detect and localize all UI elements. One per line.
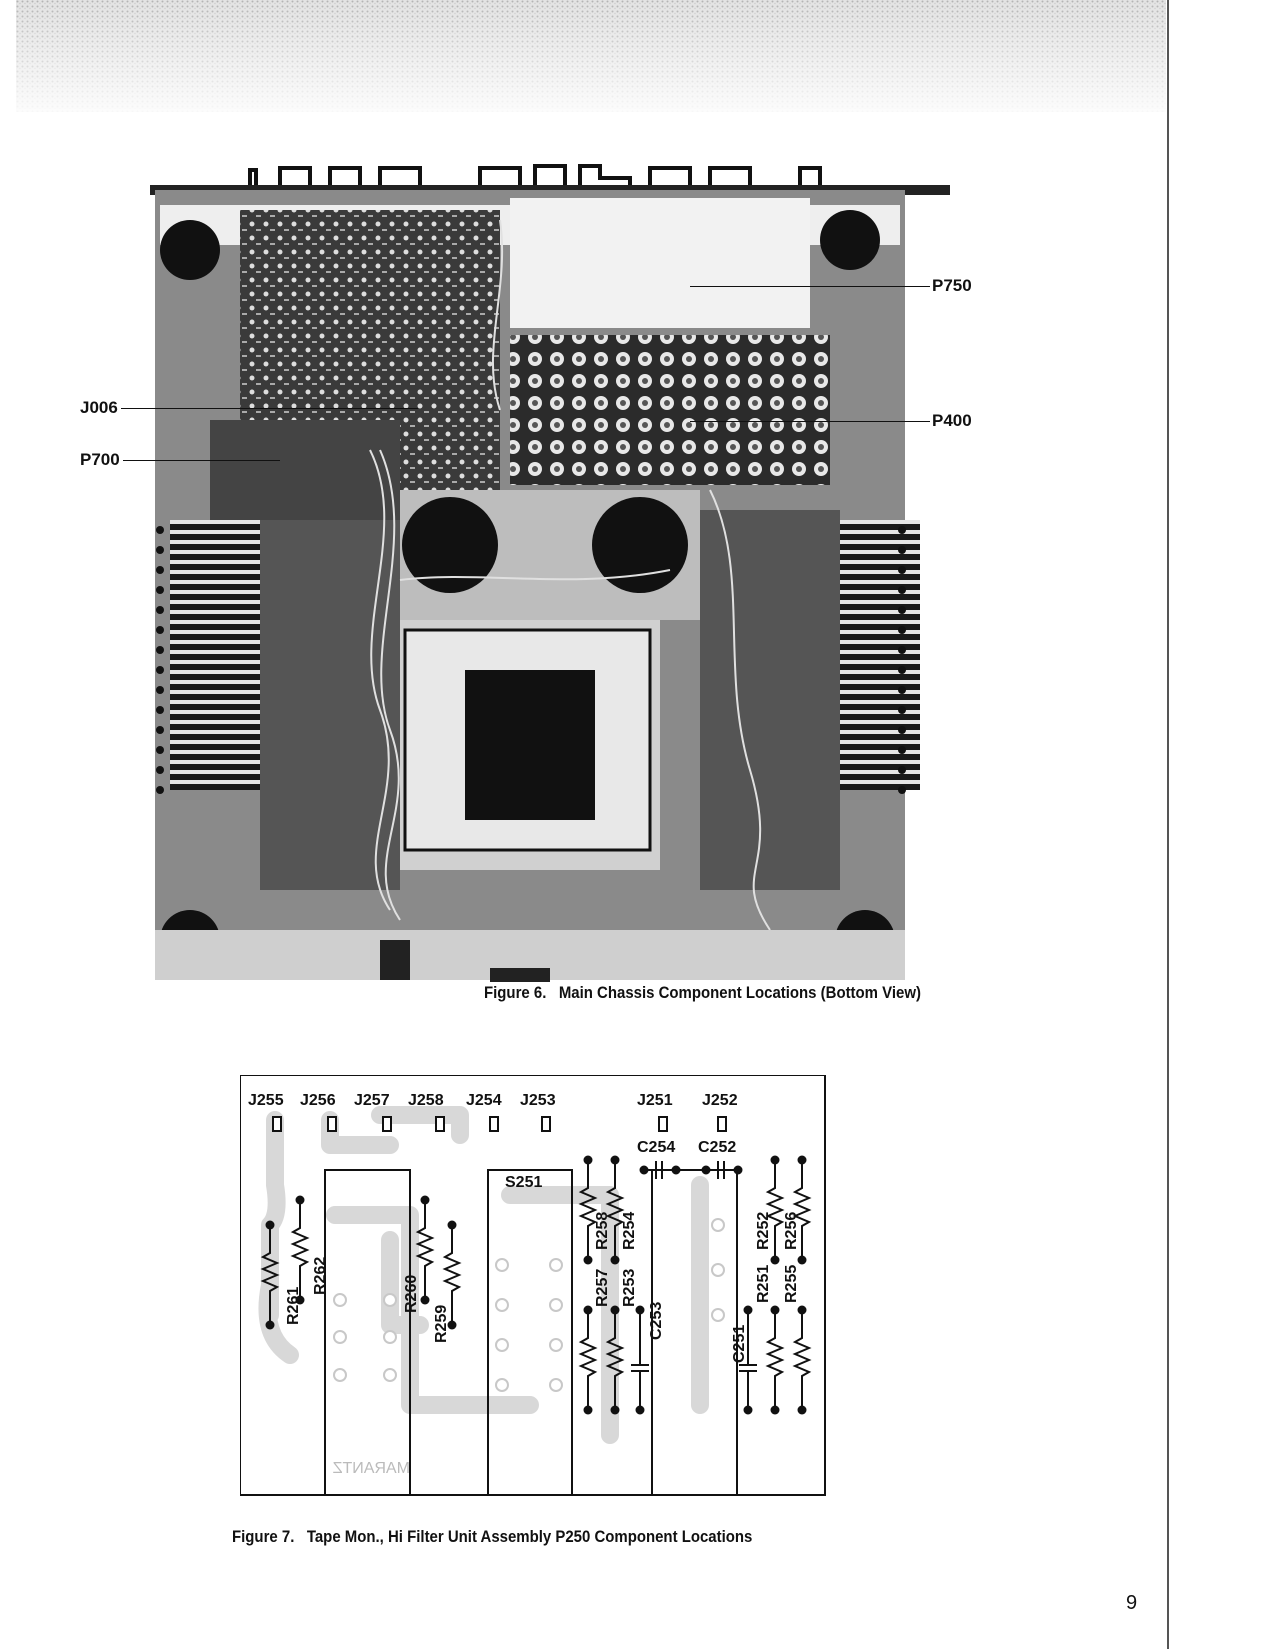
res-r255: R255 bbox=[783, 1265, 800, 1303]
resistor-labels: R261 R262 R260 R259 R258 R254 R257 R253 … bbox=[285, 1212, 800, 1363]
res-r260: R260 bbox=[403, 1275, 420, 1313]
callout-p750: P750 bbox=[932, 276, 972, 295]
res-r253: R253 bbox=[621, 1269, 638, 1307]
res-r258: R258 bbox=[594, 1212, 611, 1250]
res-r257: R257 bbox=[594, 1269, 611, 1307]
jack-j257: J257 bbox=[354, 1092, 390, 1109]
jack-j254: J254 bbox=[466, 1092, 502, 1109]
jack-j251: J251 bbox=[637, 1092, 673, 1109]
figure6-caption-text: Main Chassis Component Locations (Bottom… bbox=[558, 983, 921, 1002]
jack-j255: J255 bbox=[248, 1092, 284, 1109]
callout-p700: P700 bbox=[80, 450, 120, 469]
board-marking: MARANTZ bbox=[332, 1460, 410, 1477]
page-edge-rule bbox=[1167, 0, 1169, 1649]
scan-noise-header bbox=[16, 0, 1166, 112]
cap-c254: C254 bbox=[637, 1139, 675, 1156]
figure7-caption: Figure 7. Tape Mon., Hi Filter Unit Asse… bbox=[232, 1527, 752, 1547]
chassis-photo bbox=[150, 150, 950, 1000]
leader-p700 bbox=[123, 460, 280, 461]
leader-p750 bbox=[690, 286, 930, 287]
figure6-caption: Figure 6. Main Chassis Component Locatio… bbox=[484, 983, 921, 1003]
res-r254: R254 bbox=[621, 1212, 638, 1250]
figure7-caption-text: Tape Mon., Hi Filter Unit Assembly P250 … bbox=[306, 1527, 753, 1546]
jack-j258: J258 bbox=[408, 1092, 444, 1109]
res-r259: R259 bbox=[433, 1305, 450, 1343]
figure6-caption-number: Figure 6. bbox=[484, 983, 547, 1002]
jack-j256: J256 bbox=[300, 1092, 336, 1109]
res-r256: R256 bbox=[783, 1212, 800, 1250]
page-number: 9 bbox=[1126, 1592, 1138, 1614]
jack-labels: J255 J256 J257 J258 J254 J253 J251 J252 bbox=[248, 1092, 738, 1109]
jack-j253: J253 bbox=[520, 1092, 556, 1109]
res-r262: R262 bbox=[312, 1257, 329, 1295]
switch-s251: S251 bbox=[505, 1174, 542, 1191]
leader-p400 bbox=[690, 421, 930, 422]
res-r252: R252 bbox=[755, 1212, 772, 1250]
res-r261: R261 bbox=[285, 1287, 302, 1325]
cap-c253: C253 bbox=[648, 1302, 665, 1340]
leader-j006 bbox=[121, 408, 418, 409]
cap-c251: C251 bbox=[731, 1325, 748, 1363]
figure7-caption-number: Figure 7. bbox=[232, 1527, 295, 1546]
callout-p400: P400 bbox=[932, 411, 972, 430]
jack-j252: J252 bbox=[702, 1092, 738, 1109]
callout-j006: J006 bbox=[80, 398, 118, 417]
pcb-diagram: J255 J256 J257 J258 J254 J253 J251 J252 … bbox=[239, 1074, 870, 1520]
res-r251: R251 bbox=[755, 1265, 772, 1303]
cap-c252: C252 bbox=[698, 1139, 736, 1156]
